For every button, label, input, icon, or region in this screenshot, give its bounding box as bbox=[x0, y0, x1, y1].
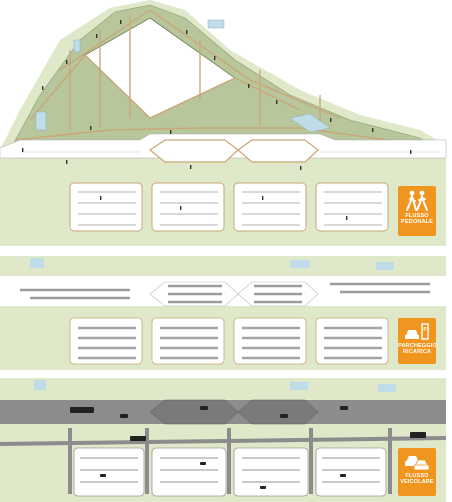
water-features bbox=[30, 258, 394, 270]
parking-blocks bbox=[73, 447, 387, 497]
water-features bbox=[35, 19, 331, 133]
cars-icon bbox=[405, 456, 430, 471]
pedestrian-flow-badge: FLUSSO PEDONALE bbox=[398, 186, 436, 236]
badge-line2: VEICOLARE bbox=[400, 479, 434, 486]
parking-rows bbox=[78, 326, 382, 360]
vehicular-flow-badge: FLUSSO VEICOLARE bbox=[398, 448, 436, 496]
vehicular-flow-panel: FLUSSO VEICOLARE bbox=[0, 378, 452, 502]
walking-people-icon bbox=[406, 190, 428, 211]
badge-line2: RICARICA bbox=[402, 349, 432, 356]
pavilions bbox=[148, 139, 319, 163]
badge-line1: FLUSSO bbox=[405, 473, 429, 479]
badge-line1: PARCHEGGIO bbox=[398, 343, 437, 349]
road-junctions bbox=[149, 399, 319, 425]
parking-blocks bbox=[69, 317, 389, 365]
pedestrian-flow-panel: FLUSSO PEDONALE bbox=[0, 0, 452, 246]
parking-blocks bbox=[69, 182, 389, 232]
pedestrian-flow-diagram bbox=[0, 0, 447, 246]
parking-charging-diagram bbox=[0, 256, 446, 370]
vehicular-flow-diagram bbox=[0, 378, 447, 502]
svg-text:P: P bbox=[423, 327, 427, 333]
access-roads bbox=[0, 428, 447, 494]
badge-line2: PEDONALE bbox=[401, 219, 433, 226]
pedestrian-figures bbox=[22, 20, 412, 220]
charging-stalls bbox=[20, 282, 430, 304]
parking-charging-badge: P PARCHEGGIO RICARICA bbox=[398, 318, 437, 364]
parking-rows bbox=[80, 457, 380, 483]
car-charging-icon: P bbox=[405, 323, 429, 340]
walkway-network bbox=[14, 9, 431, 147]
parking-charging-panel: P PARCHEGGIO RICARICA bbox=[0, 256, 452, 370]
badge-line1: FLUSSO bbox=[405, 213, 429, 219]
water-features bbox=[34, 380, 396, 392]
parking-rows bbox=[78, 191, 382, 226]
vehicles bbox=[70, 406, 426, 489]
